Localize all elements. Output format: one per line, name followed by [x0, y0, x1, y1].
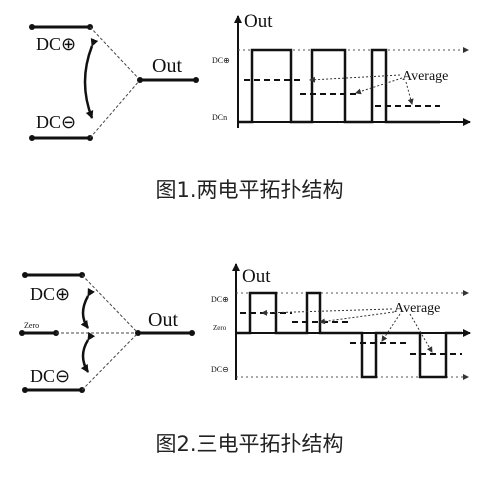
switch-path-negative: [81, 332, 139, 391]
dc-negative-level-label: DCn: [212, 113, 227, 122]
switch-path-positive: [81, 274, 139, 334]
output-node: [193, 77, 199, 83]
toggle-arrow-lower: [80, 331, 96, 373]
average-pointer: [309, 74, 401, 83]
three-level-waveform-plot: Out DC⊕ Zero DC⊖ Average: [211, 263, 471, 380]
output-node: [135, 330, 141, 336]
zero-label: Zero: [24, 321, 39, 330]
output-label: Out: [152, 55, 182, 77]
average-label: Average: [394, 301, 440, 316]
rail-node: [22, 387, 28, 393]
figure-2-caption: 图2.三电平拓扑结构: [155, 432, 344, 456]
y-axis-label: Out: [244, 11, 273, 32]
dc-negative-level-label: DC⊖: [211, 365, 229, 374]
average-label: Average: [402, 69, 448, 84]
toggle-arrow-upper: [80, 287, 95, 329]
y-axis-label: Out: [242, 266, 271, 287]
switch-schematic: DC⊕ Zero DC⊖ Out: [19, 272, 195, 393]
pwm-waveform: [236, 291, 462, 379]
toggle-arrow: [83, 38, 99, 119]
switch-path-negative: [89, 79, 141, 139]
average-pointer: [409, 313, 433, 353]
rail-node: [19, 330, 25, 336]
figure-1-caption: 图1.两电平拓扑结构: [155, 178, 344, 202]
switch-path-positive: [89, 26, 141, 81]
dc-positive-level-label: DC⊕: [212, 56, 230, 65]
pwm-waveform: [238, 48, 440, 124]
dc-positive-level-label: DC⊕: [211, 295, 229, 304]
rail-node: [22, 272, 28, 278]
two-level-topology-figure: DC⊕ DC⊖ Out Out DC⊕ DCn Average: [29, 11, 471, 141]
dc-negative-label: DC⊖: [30, 366, 70, 386]
dc-positive-label: DC⊕: [36, 34, 76, 54]
output-label: Out: [148, 309, 178, 331]
dc-negative-label: DC⊖: [36, 112, 76, 132]
rail-node: [29, 24, 35, 30]
zero-level-label: Zero: [213, 324, 227, 332]
average-pointer: [405, 81, 414, 105]
two-level-waveform-plot: Out DC⊕ DCn Average: [212, 11, 471, 128]
output-node: [189, 330, 195, 336]
three-level-topology-figure: DC⊕ Zero DC⊖ Out Out DC⊕ Zero DC⊖: [19, 263, 471, 393]
switch-schematic: DC⊕ DC⊖ Out: [29, 24, 199, 141]
rail-node: [29, 135, 35, 141]
output-node: [137, 77, 143, 83]
dc-positive-label: DC⊕: [30, 284, 70, 304]
average-pointer: [261, 308, 393, 316]
average-pointer: [319, 311, 395, 325]
average-pointer: [355, 77, 403, 95]
average-pointer: [381, 313, 401, 342]
